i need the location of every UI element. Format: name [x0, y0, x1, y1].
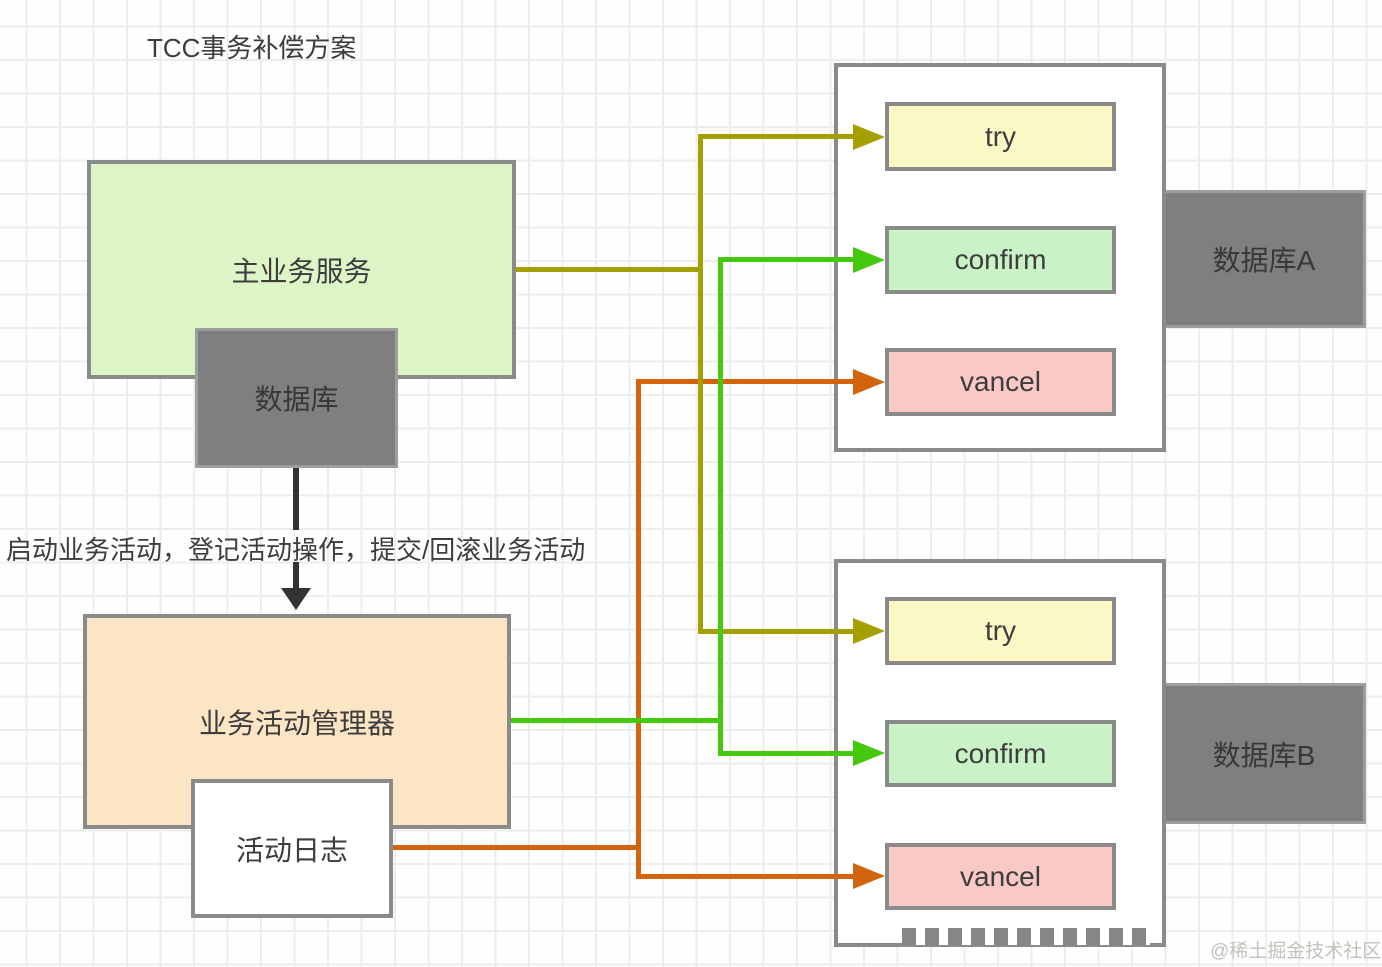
try-b-label: try [984, 615, 1017, 646]
arrowhead-confirm-b-icon [853, 740, 885, 766]
database-b-node: 数据库B [1162, 683, 1366, 824]
orange-connector-to-vancel-a [638, 379, 856, 384]
activity-log-node: 活动日志 [191, 779, 393, 918]
try-b-box: try [885, 597, 1116, 665]
green-connector-vertical [718, 257, 723, 756]
orange-connector-vertical [636, 379, 641, 879]
confirm-b-label: confirm [954, 737, 1047, 769]
vancel-a-box: vancel [885, 348, 1116, 416]
vancel-b-box: vancel [885, 843, 1116, 910]
diagram-title: TCC事务补偿方案 [147, 33, 357, 63]
activity-manager-label: 业务活动管理器 [198, 707, 395, 739]
olive-connector-to-try-b [700, 629, 856, 634]
main-database-node: 数据库 [195, 328, 398, 468]
orange-connector-to-vancel-b [638, 874, 856, 879]
vancel-a-label: vancel [960, 366, 1041, 397]
olive-connector-vertical [698, 134, 703, 634]
arrowhead-down-icon [281, 588, 311, 610]
database-a-label: 数据库A [1212, 245, 1316, 276]
main-service-label: 主业务服务 [231, 255, 372, 287]
black-connector-lower [293, 562, 299, 590]
flow-annotation: 启动业务活动，登记活动操作，提交/回滚业务活动 [6, 535, 586, 565]
main-database-label: 数据库 [254, 384, 339, 415]
arrowhead-vancel-b-icon [853, 863, 885, 889]
green-connector-to-confirm-b [720, 751, 856, 756]
orange-connector-from-activity-log [392, 845, 641, 850]
vancel-b-label: vancel [960, 860, 1041, 892]
olive-connector-from-main-service [515, 267, 703, 272]
confirm-a-label: confirm [954, 244, 1047, 275]
arrowhead-try-a-icon [853, 124, 885, 150]
green-connector-from-activity-manager [510, 718, 723, 723]
activity-log-label: 活动日志 [235, 834, 348, 866]
juejin-watermark: @稀土掘金技术社区 [1210, 941, 1382, 962]
black-connector-upper [293, 468, 299, 530]
try-a-label: try [984, 120, 1017, 152]
olive-connector-to-try-a [700, 134, 856, 139]
arrowhead-vancel-a-icon [853, 369, 885, 395]
confirm-a-box: confirm [885, 226, 1116, 294]
partial-watermark-strip [902, 928, 1150, 945]
arrowhead-confirm-a-icon [853, 247, 885, 273]
database-b-label: 数据库B [1212, 739, 1316, 771]
confirm-b-box: confirm [885, 720, 1116, 787]
database-a-node: 数据库A [1162, 190, 1366, 328]
try-a-box: try [885, 102, 1116, 171]
arrowhead-try-b-icon [853, 618, 885, 644]
green-connector-to-confirm-a [720, 257, 856, 262]
